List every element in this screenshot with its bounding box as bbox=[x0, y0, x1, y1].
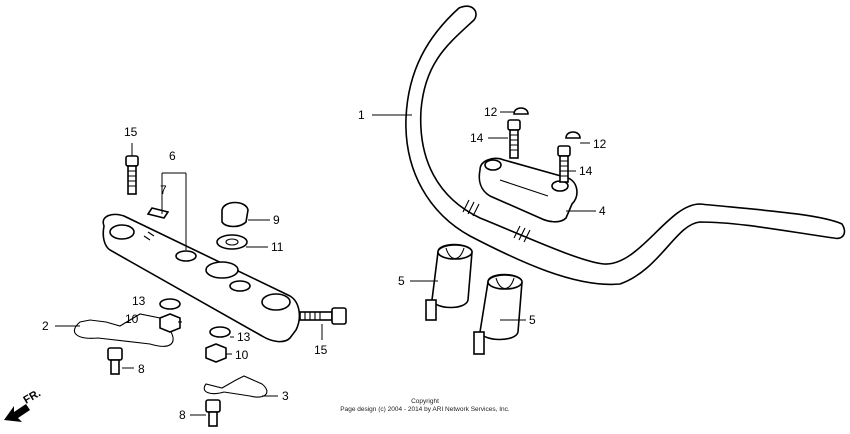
cap-12-upper[interactable] bbox=[513, 107, 529, 115]
bolt-8-lower[interactable] bbox=[205, 399, 221, 427]
handlebar-part[interactable] bbox=[405, 5, 846, 286]
callout-5a: 5 bbox=[398, 274, 405, 288]
callout-12a: 12 bbox=[484, 105, 498, 119]
callout-10a: 10 bbox=[125, 312, 139, 326]
cap-nut-9[interactable] bbox=[221, 201, 249, 228]
bolt-14-upper[interactable] bbox=[507, 119, 521, 159]
callout-13a: 13 bbox=[132, 294, 146, 308]
callout-labels: 1 2 3 4 5 5 6 7 8 8 9 10 10 11 12 12 13 … bbox=[42, 105, 607, 422]
washer-11[interactable] bbox=[216, 234, 248, 250]
clamp-2[interactable] bbox=[74, 313, 174, 347]
clamp-3[interactable] bbox=[203, 375, 268, 398]
cap-12-right[interactable] bbox=[565, 131, 581, 139]
callout-14a: 14 bbox=[470, 131, 484, 145]
washer-13-upper[interactable] bbox=[159, 298, 181, 310]
callout-7: 7 bbox=[160, 183, 167, 197]
plate-7[interactable] bbox=[146, 207, 170, 219]
callout-4: 4 bbox=[599, 204, 606, 218]
callout-10b: 10 bbox=[235, 348, 249, 362]
callout-11: 11 bbox=[271, 240, 284, 254]
front-arrow-icon bbox=[4, 404, 30, 422]
callout-3: 3 bbox=[282, 389, 289, 403]
lower-holder-right[interactable] bbox=[473, 273, 523, 355]
callout-2: 2 bbox=[42, 319, 49, 333]
bolt-14-right[interactable] bbox=[557, 145, 571, 183]
callout-13b: 13 bbox=[237, 330, 251, 344]
callout-1: 1 bbox=[358, 108, 365, 122]
bolt-15-left[interactable] bbox=[125, 155, 139, 195]
callout-15b: 15 bbox=[314, 343, 328, 357]
leader-lines bbox=[55, 111, 596, 416]
callout-14b: 14 bbox=[579, 164, 593, 178]
callout-9: 9 bbox=[273, 213, 280, 227]
bolt-15-right[interactable] bbox=[299, 307, 347, 325]
callout-12b: 12 bbox=[593, 137, 607, 151]
front-marker: FR. bbox=[4, 387, 43, 422]
copyright-line-2: Page design (c) 2004 - 2014 by ARI Netwo… bbox=[340, 406, 510, 413]
copyright-line-1: Copyright bbox=[411, 398, 439, 405]
callout-6: 6 bbox=[169, 149, 176, 163]
nut-10-lower[interactable] bbox=[205, 343, 227, 363]
nut-10-upper[interactable] bbox=[159, 313, 181, 333]
washer-13-lower[interactable] bbox=[209, 326, 231, 338]
bolt-8-upper[interactable] bbox=[107, 347, 123, 375]
top-bridge-part[interactable] bbox=[102, 213, 301, 343]
lower-holder-left[interactable] bbox=[425, 243, 473, 321]
front-label: FR. bbox=[22, 387, 43, 406]
callout-8a: 8 bbox=[138, 362, 145, 376]
callout-15a: 15 bbox=[124, 125, 138, 139]
callout-5b: 5 bbox=[529, 313, 536, 327]
callout-8b: 8 bbox=[179, 408, 186, 422]
